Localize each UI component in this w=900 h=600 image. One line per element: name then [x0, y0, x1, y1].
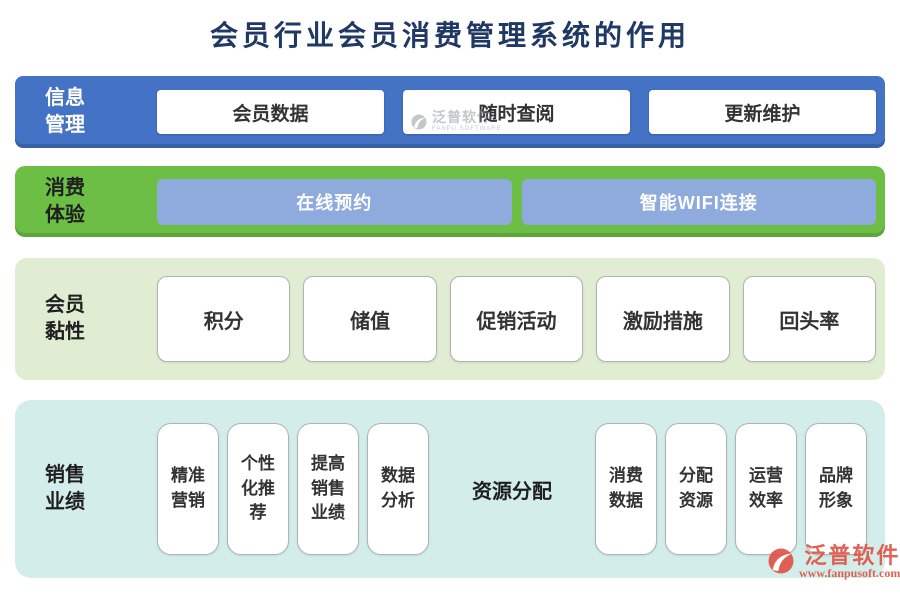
page-title: 会员行业会员消费管理系统的作用 — [209, 21, 690, 52]
experience-item-online-booking: 在线预约 — [157, 178, 512, 225]
label-line: 业绩 — [45, 491, 85, 513]
label-line: 管理 — [45, 114, 85, 136]
resource-allocation-label: 资源分配 — [472, 480, 552, 503]
section-member-stickiness: 会员 黏性 积分 储值 促销活动 激励措施 回头率 — [15, 258, 885, 380]
sales-item-boost-sales: 提高销售业绩 — [297, 423, 359, 555]
stickiness-item-points: 积分 — [157, 276, 291, 362]
resource-item-operational-efficiency: 运营效率 — [735, 423, 797, 555]
sales-items: 精准营销 个性化推荐 提高销售业绩 数据分析 资源分配 消费数据 分配资源 运营… — [157, 423, 885, 555]
member-stickiness-label: 会员 黏性 — [15, 292, 157, 346]
label-line: 信息 — [45, 87, 85, 109]
info-item-update-maintain: 更新维护 — [649, 90, 876, 134]
label-line: 会员 — [45, 294, 85, 316]
section-sales-performance: 销售 业绩 精准营销 个性化推荐 提高销售业绩 数据分析 资源分配 消费数据 分… — [15, 400, 885, 578]
experience-item-smart-wifi: 智能WIFI连接 — [521, 178, 876, 225]
experience-items: 在线预约 智能WIFI连接 — [157, 178, 885, 225]
label-line: 体验 — [45, 203, 85, 226]
section-consumption-experience: 消费 体验 在线预约 智能WIFI连接 — [15, 166, 885, 237]
resource-item-allocate-resources: 分配资源 — [665, 423, 727, 555]
info-item-member-data: 会员数据 — [157, 90, 384, 134]
stickiness-item-promotions: 促销活动 — [449, 276, 584, 362]
stickiness-items: 积分 储值 促销活动 激励措施 回头率 — [157, 276, 885, 362]
stickiness-item-stored-value: 储值 — [303, 276, 437, 362]
info-items: 会员数据 随时查阅 更新维护 — [157, 90, 885, 134]
stickiness-item-return-rate: 回头率 — [742, 276, 877, 362]
sales-item-data-analysis: 数据分析 — [367, 423, 429, 555]
sales-item-personalized-recommendation: 个性化推荐 — [227, 423, 289, 555]
info-management-label: 信息 管理 — [15, 85, 157, 139]
label-line: 黏性 — [45, 321, 85, 343]
info-item-anytime-access: 随时查阅 — [403, 90, 630, 134]
stickiness-item-incentives: 激励措施 — [596, 276, 730, 362]
resource-item-brand-image: 品牌形象 — [805, 423, 867, 555]
sales-item-precise-marketing: 精准营销 — [157, 423, 219, 555]
label-line: 销售 — [45, 464, 85, 486]
sales-performance-label: 销售 业绩 — [15, 462, 157, 516]
section-info-management: 信息 管理 会员数据 随时查阅 更新维护 — [15, 76, 885, 148]
resource-item-consumption-data: 消费数据 — [595, 423, 657, 555]
consumption-experience-label: 消费 体验 — [15, 175, 157, 229]
label-line: 消费 — [45, 176, 85, 199]
